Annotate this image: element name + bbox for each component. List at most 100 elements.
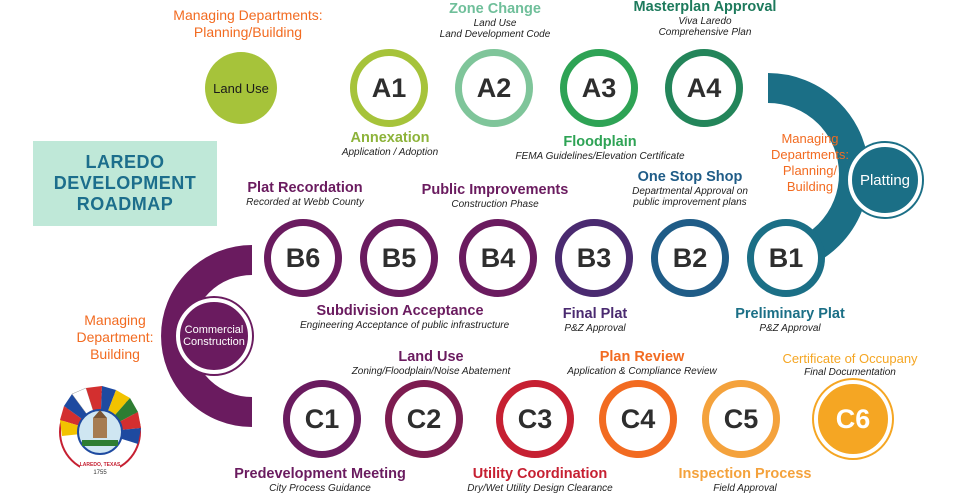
step-c5-code: C5: [723, 403, 759, 434]
step-c2-code: C2: [406, 403, 442, 434]
a3-subtext: FEMA Guidelines/Elevation Certificate: [515, 150, 685, 162]
c6-heading: Certificate of Occupany: [782, 351, 918, 366]
step-c2: C2: [385, 380, 463, 458]
city-seal-logo: [59, 386, 141, 476]
c6-subtext: Final Documentation: [804, 366, 896, 378]
a2-subtext-1: Land Use: [473, 17, 517, 29]
title-line-1: LAREDO: [85, 151, 165, 172]
managing-departments-right: Managing Departments: Planning/ Building: [760, 131, 860, 194]
a3-heading: Floodplain: [563, 134, 637, 150]
step-a2: A2: [455, 49, 533, 127]
platting-hub-label: Platting: [859, 171, 911, 189]
c5-subtext: Field Approval: [713, 482, 777, 494]
b6-subtext: Recorded at Webb County: [246, 196, 364, 208]
managing-left-line-3: Building: [90, 346, 140, 363]
managing-departments-top: Managing Departments: Planning/Building: [148, 7, 348, 41]
platting-hub: Platting: [848, 143, 922, 217]
b4-label: Public Improvements Construction Phase: [400, 182, 590, 210]
c2-label: Land Use Zoning/Floodplain/Noise Abateme…: [331, 349, 531, 377]
a4-label: Masterplan Approval Viva Laredo Comprehe…: [610, 0, 800, 39]
b3-label: Final Plat P&Z Approval: [540, 306, 650, 334]
b3-heading: Final Plat: [562, 306, 628, 322]
b1-label: Preliminary Plat P&Z Approval: [720, 306, 860, 334]
managing-top-line-1: Managing Departments:: [173, 7, 323, 23]
step-b1-code: B1: [768, 242, 804, 273]
c3-heading: Utility Coordination: [472, 466, 608, 482]
step-b1: B1: [747, 219, 825, 297]
managing-department-left: Managing Department: Building: [60, 312, 170, 363]
step-a1-code: A1: [371, 72, 407, 103]
c5-label: Inspection Process Field Approval: [670, 466, 820, 494]
step-c5: C5: [702, 380, 780, 458]
managing-top-line-2: Planning/Building: [193, 24, 303, 41]
step-b2: B2: [651, 219, 729, 297]
b5-heading: Subdivision Acceptance: [316, 303, 484, 319]
managing-left-line-1: Managing: [84, 312, 146, 328]
commercial-construction-hub: Commercial Construction: [176, 298, 252, 374]
step-c3: C3: [496, 380, 574, 458]
c3-subtext: Dry/Wet Utility Design Clearance: [467, 482, 613, 494]
step-b2-code: B2: [672, 242, 708, 273]
a2-subtext-2: Land Development Code: [439, 29, 551, 41]
a1-label: Annexation Application / Adoption: [300, 130, 480, 158]
roadmap-title-box: LAREDO DEVELOPMENT ROADMAP: [33, 141, 217, 226]
step-a4: A4: [665, 49, 743, 127]
managing-right-line-4: Building: [786, 178, 834, 194]
b4-heading: Public Improvements: [421, 182, 569, 198]
step-b6-code: B6: [285, 242, 321, 273]
c4-label: Plan Review Application & Compliance Rev…: [542, 349, 742, 377]
c4-heading: Plan Review: [599, 349, 685, 365]
a4-heading: Masterplan Approval: [633, 0, 777, 15]
a4-subtext-2: Comprehensive Plan: [658, 27, 752, 39]
a2-label: Zone Change Land Use Land Development Co…: [405, 1, 585, 41]
c2-heading: Land Use: [398, 349, 464, 365]
c1-subtext: City Process Guidance: [269, 482, 371, 494]
step-b4-code: B4: [480, 242, 516, 273]
step-a3: A3: [560, 49, 638, 127]
b1-subtext: P&Z Approval: [759, 322, 821, 334]
a1-heading: Annexation: [350, 130, 430, 146]
c1-label: Predevelopment Meeting City Process Guid…: [220, 466, 420, 494]
step-b5-code: B5: [381, 242, 417, 273]
step-c4-code: C4: [620, 403, 656, 434]
a3-label: Floodplain FEMA Guidelines/Elevation Cer…: [500, 134, 700, 162]
c4-subtext: Application & Compliance Review: [567, 365, 717, 377]
b4-subtext: Construction Phase: [451, 198, 539, 210]
step-c3-code: C3: [517, 403, 553, 434]
managing-right-line-3: Planning/: [782, 162, 838, 178]
c1-heading: Predevelopment Meeting: [234, 466, 406, 482]
step-c1-code: C1: [304, 403, 340, 434]
land-use-hub-label: Land Use: [213, 80, 269, 96]
step-c6-code: C6: [835, 403, 871, 434]
managing-right-line-2: Departments:: [770, 146, 850, 162]
b2-heading: One Stop Shop: [637, 169, 743, 185]
commercial-hub-line-1: Commercial: [184, 324, 244, 336]
a2-heading: Zone Change: [449, 1, 541, 17]
commercial-hub-line-2: Construction: [183, 336, 245, 348]
step-b3: B3: [555, 219, 633, 297]
step-a2-code: A2: [476, 72, 512, 103]
step-b6: B6: [264, 219, 342, 297]
b6-heading: Plat Recordation: [247, 180, 363, 196]
c6-label: Certificate of Occupany Final Documentat…: [770, 351, 930, 378]
b6-label: Plat Recordation Recorded at Webb County: [220, 180, 390, 208]
step-b5: B5: [360, 219, 438, 297]
step-c4: C4: [599, 380, 677, 458]
step-b3-code: B3: [576, 242, 612, 273]
seal-city-text: LAREDO, TEXAS: [79, 462, 121, 468]
b2-subtext-1: Departmental Approval on: [632, 185, 748, 197]
managing-right-line-1: Managing: [781, 131, 839, 146]
a4-subtext-1: Viva Laredo: [678, 15, 732, 27]
c3-label: Utility Coordination Dry/Wet Utility Des…: [440, 466, 640, 494]
b3-subtext: P&Z Approval: [564, 322, 626, 334]
step-a1: A1: [350, 49, 428, 127]
title-line-2: DEVELOPMENT: [53, 172, 197, 193]
b2-label: One Stop Shop Departmental Approval on p…: [610, 169, 770, 209]
step-b4: B4: [459, 219, 537, 297]
c2-subtext: Zoning/Floodplain/Noise Abatement: [351, 365, 511, 377]
b2-subtext-2: public improvement plans: [633, 197, 747, 209]
step-a4-code: A4: [686, 72, 722, 103]
a1-subtext: Application / Adoption: [341, 146, 439, 158]
step-c1: C1: [283, 380, 361, 458]
c5-heading: Inspection Process: [678, 466, 812, 482]
